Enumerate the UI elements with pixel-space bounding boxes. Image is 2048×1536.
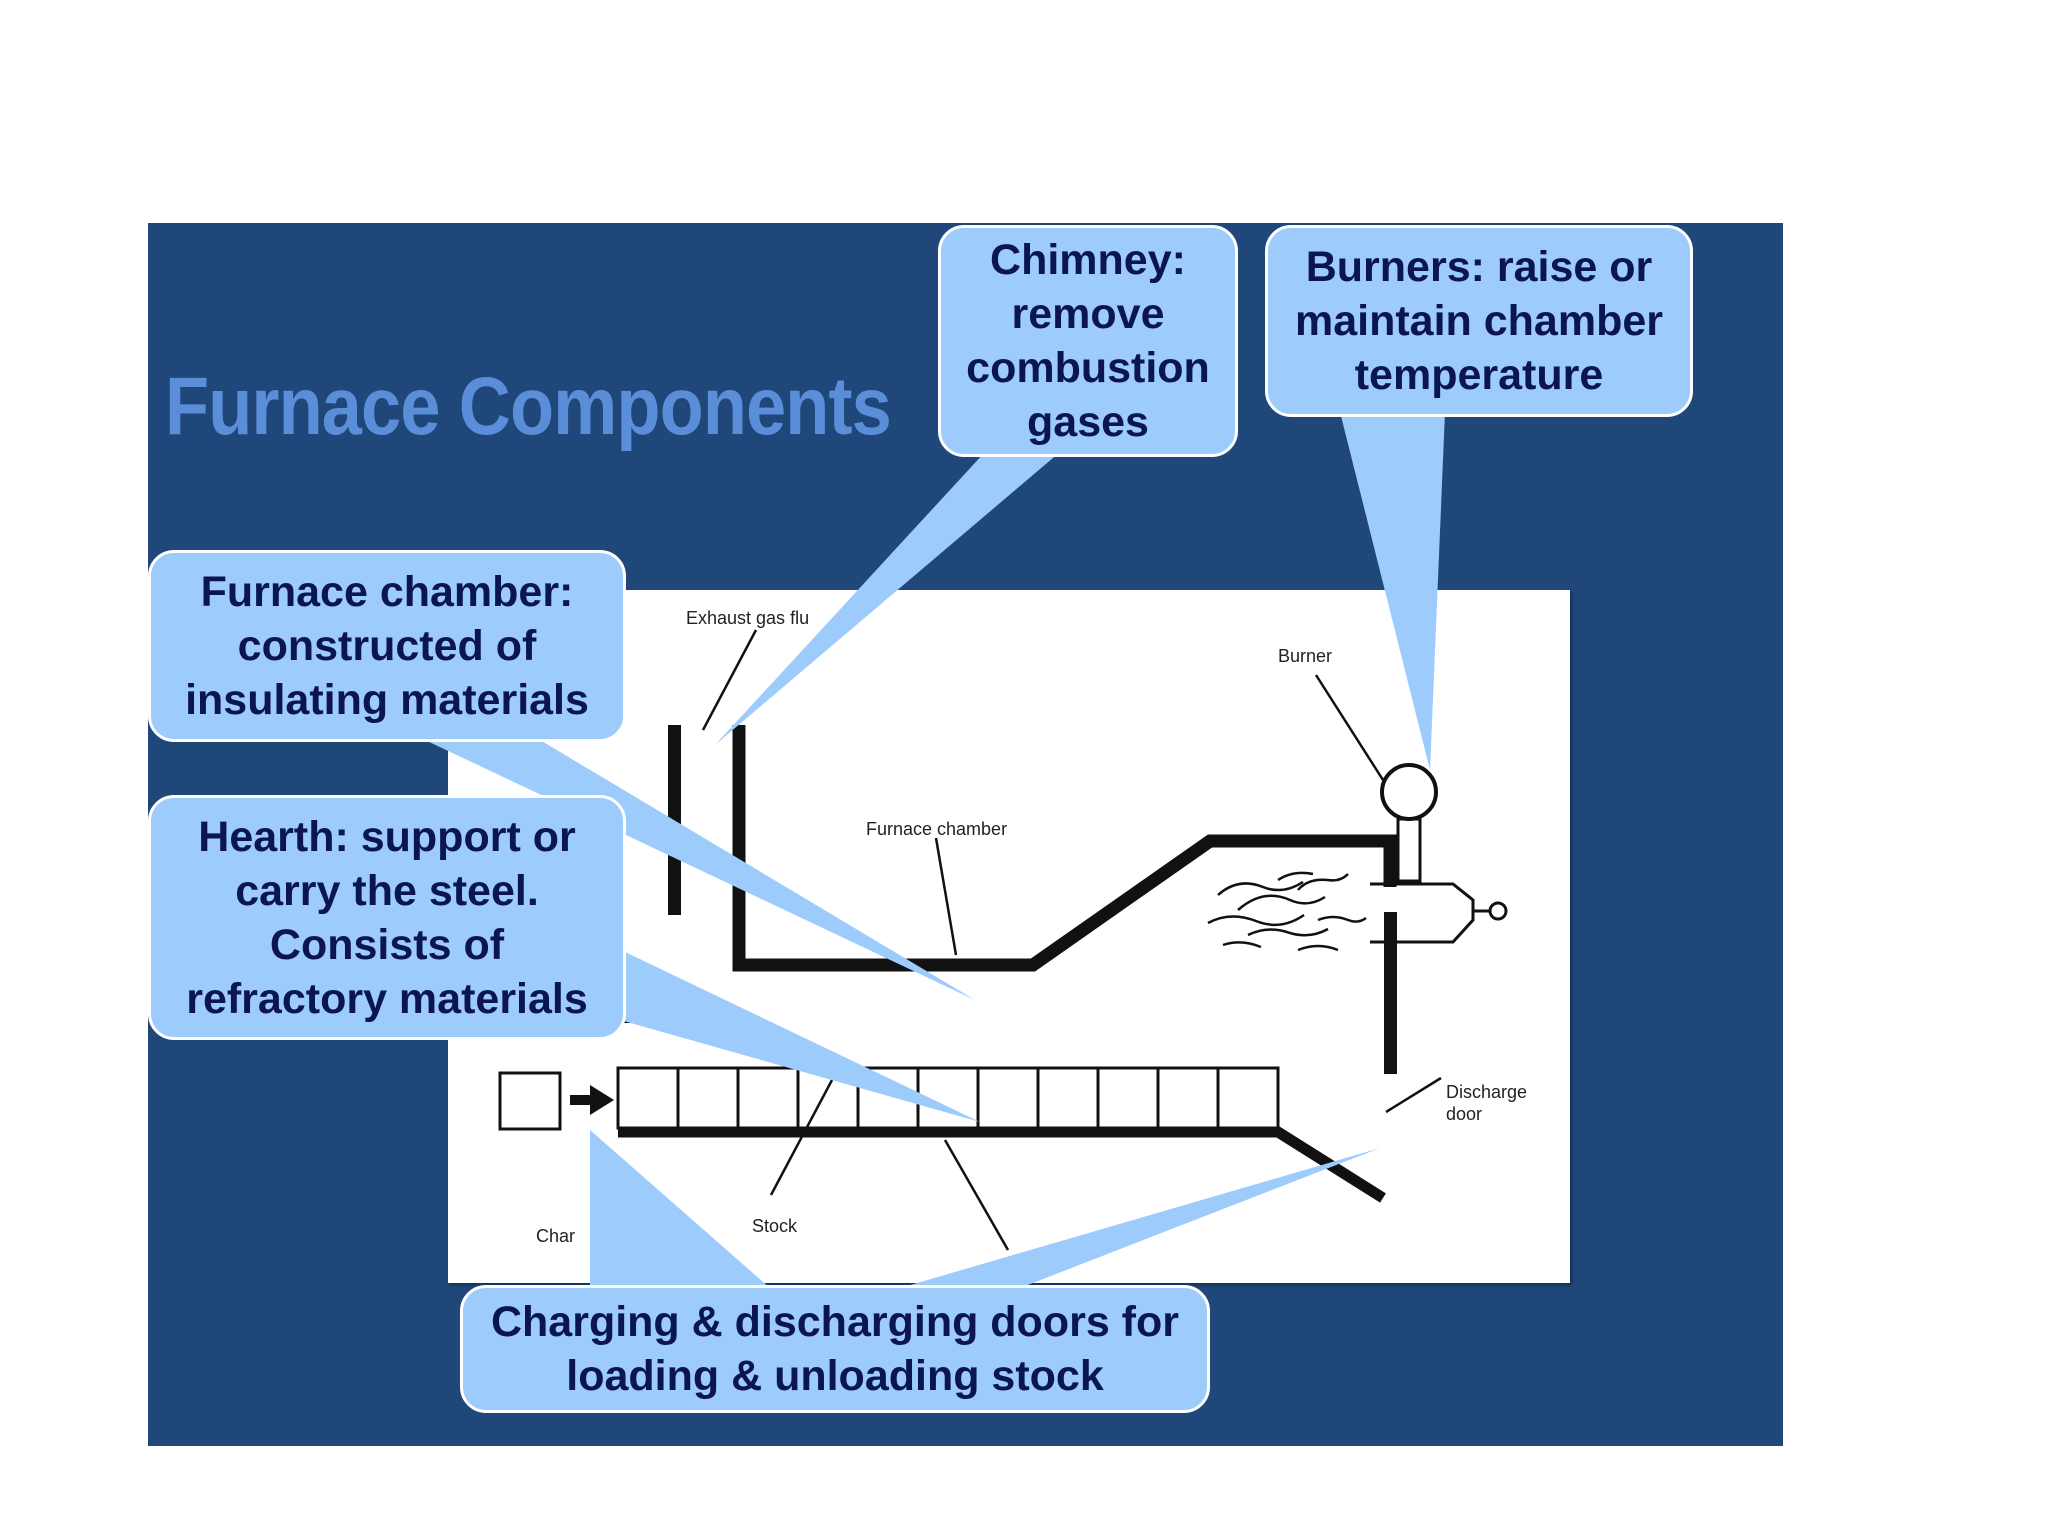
charge-arrow [570,1085,614,1115]
callout-burners: Burners: raise or maintain chamber tempe… [1265,225,1693,417]
label-charging: Char [536,1226,575,1246]
callout-hearth: Hearth: support or carry the steel. Cons… [148,795,626,1040]
burner-assembly [1370,763,1508,944]
furnace-roof [732,725,1397,972]
hearth [618,1126,1386,1203]
label-furnace-chamber: Furnace chamber [866,819,1007,839]
slide-title: Furnace Components [165,361,892,452]
label-exhaust: Exhaust gas flu [686,608,809,628]
callout-chimney: Chimney: remove combustion gases [938,225,1238,457]
incoming-stock [498,1071,562,1131]
label-burner: Burner [1278,646,1332,666]
callout-doors: Charging & discharging doors for loading… [460,1285,1210,1413]
flame [1207,871,1367,952]
label-stock: Stock [752,1216,798,1236]
label-discharge-door-line1: Discharge [1446,1082,1527,1102]
callout-furnace-chamber: Furnace chamber: constructed of insulati… [148,550,626,742]
label-discharge-door-line2: door [1446,1104,1482,1124]
furnace-right-wall [1384,912,1397,1074]
flue-left-wall [668,725,681,915]
stock-row [616,1066,1280,1130]
